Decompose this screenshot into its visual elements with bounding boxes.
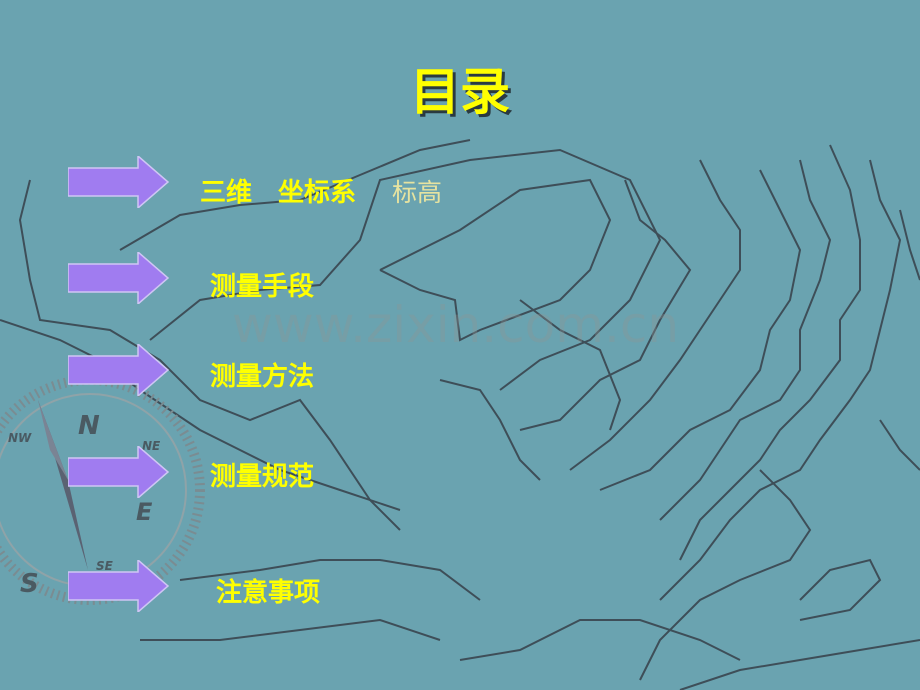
toc-item-measurement-standards[interactable]: 测量规范 bbox=[210, 462, 315, 492]
arrow-icon bbox=[68, 252, 170, 304]
toc-item-measurement-means[interactable]: 测量手段 bbox=[210, 272, 315, 302]
contour-line bbox=[569, 159, 741, 471]
contour-line bbox=[659, 159, 902, 601]
toc-item-coordinate-system[interactable]: 三维 坐标系 标高 bbox=[200, 172, 442, 209]
arrow-icon bbox=[68, 446, 170, 498]
compass-ne-label: NE bbox=[142, 439, 161, 453]
compass-s-label: S bbox=[20, 569, 39, 599]
contour-line bbox=[179, 559, 481, 601]
contour-line bbox=[18, 179, 401, 531]
compass-n-label: N bbox=[78, 411, 100, 441]
contour-line bbox=[439, 379, 541, 481]
arrow-icon bbox=[68, 156, 170, 208]
contour-line bbox=[0, 319, 401, 511]
slide-title: 目录 bbox=[410, 63, 510, 121]
arrow-icon bbox=[68, 560, 170, 612]
contour-line bbox=[899, 209, 920, 281]
contour-line bbox=[379, 178, 612, 342]
contour-line bbox=[140, 618, 441, 641]
contour-line bbox=[659, 159, 832, 521]
toc-item-measurement-methods[interactable]: 测量方法 bbox=[210, 362, 315, 392]
contour-line bbox=[519, 299, 622, 431]
toc-item-label: 三维 坐标系 bbox=[200, 178, 357, 208]
contour-line bbox=[519, 179, 692, 431]
toc-item-precautions[interactable]: 注意事项 bbox=[216, 578, 321, 608]
compass-se-label: SE bbox=[96, 559, 114, 573]
compass-e-label: E bbox=[136, 498, 153, 526]
contour-line bbox=[679, 144, 861, 561]
contour-line bbox=[599, 169, 802, 491]
watermark: www.zixin.com.cn bbox=[232, 296, 680, 354]
toc-item-sublabel: 标高 bbox=[392, 178, 443, 207]
arrow-icon bbox=[68, 344, 170, 396]
contour-line bbox=[639, 469, 812, 681]
compass-nw-label: NW bbox=[8, 431, 32, 445]
contour-line bbox=[879, 419, 920, 471]
contour-line bbox=[459, 619, 741, 661]
contour-line bbox=[679, 639, 920, 690]
contour-line bbox=[799, 558, 882, 621]
contour-line bbox=[119, 139, 471, 251]
contour-line bbox=[149, 148, 662, 391]
